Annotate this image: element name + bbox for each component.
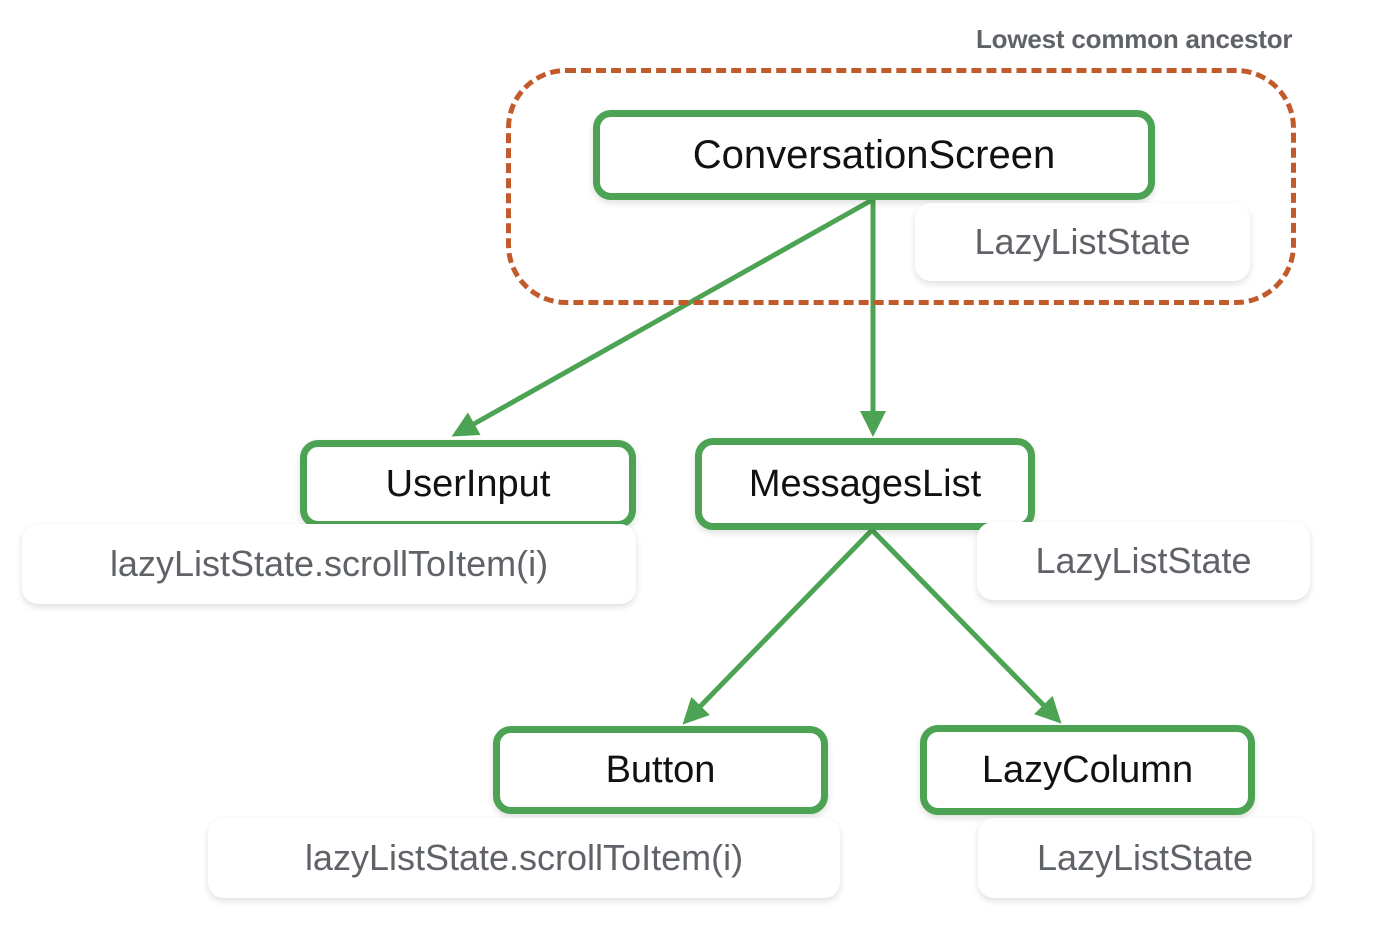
node-messages-list-label: MessagesList bbox=[748, 462, 982, 505]
node-lazy-column[interactable]: LazyColumn bbox=[920, 725, 1255, 815]
badge-lazy-column-state[interactable]: LazyListState bbox=[978, 818, 1312, 898]
badge-button-state[interactable]: lazyListState.scrollToItem(i) bbox=[208, 818, 840, 898]
node-user-input[interactable]: UserInput bbox=[300, 440, 636, 528]
badge-conversation-screen-state[interactable]: LazyListState bbox=[915, 203, 1250, 281]
node-user-input-label: UserInput bbox=[385, 462, 551, 505]
node-button[interactable]: Button bbox=[493, 726, 828, 814]
badge-messages-list-state[interactable]: LazyListState bbox=[977, 522, 1310, 600]
node-conversation-screen[interactable]: ConversationScreen bbox=[593, 110, 1155, 200]
badge-messages-list-state-label: LazyListState bbox=[1035, 540, 1252, 581]
badge-lazy-column-state-label: LazyListState bbox=[1036, 837, 1254, 878]
badge-button-state-label: lazyListState.scrollToItem(i) bbox=[304, 837, 744, 878]
node-lazy-column-label: LazyColumn bbox=[981, 748, 1194, 791]
badge-conversation-screen-state-label: LazyListState bbox=[974, 221, 1191, 262]
edge-messageslist-to-button bbox=[682, 528, 874, 725]
lowest-common-ancestor-label: Lowest common ancestor bbox=[976, 24, 1293, 54]
lowest-common-ancestor-outline bbox=[506, 68, 1296, 305]
badge-user-input-state-label: lazyListState.scrollToItem(i) bbox=[109, 543, 549, 584]
node-messages-list[interactable]: MessagesList bbox=[695, 438, 1035, 530]
badge-user-input-state[interactable]: lazyListState.scrollToItem(i) bbox=[22, 524, 636, 604]
node-conversation-screen-label: ConversationScreen bbox=[692, 132, 1056, 177]
node-button-label: Button bbox=[605, 748, 716, 791]
